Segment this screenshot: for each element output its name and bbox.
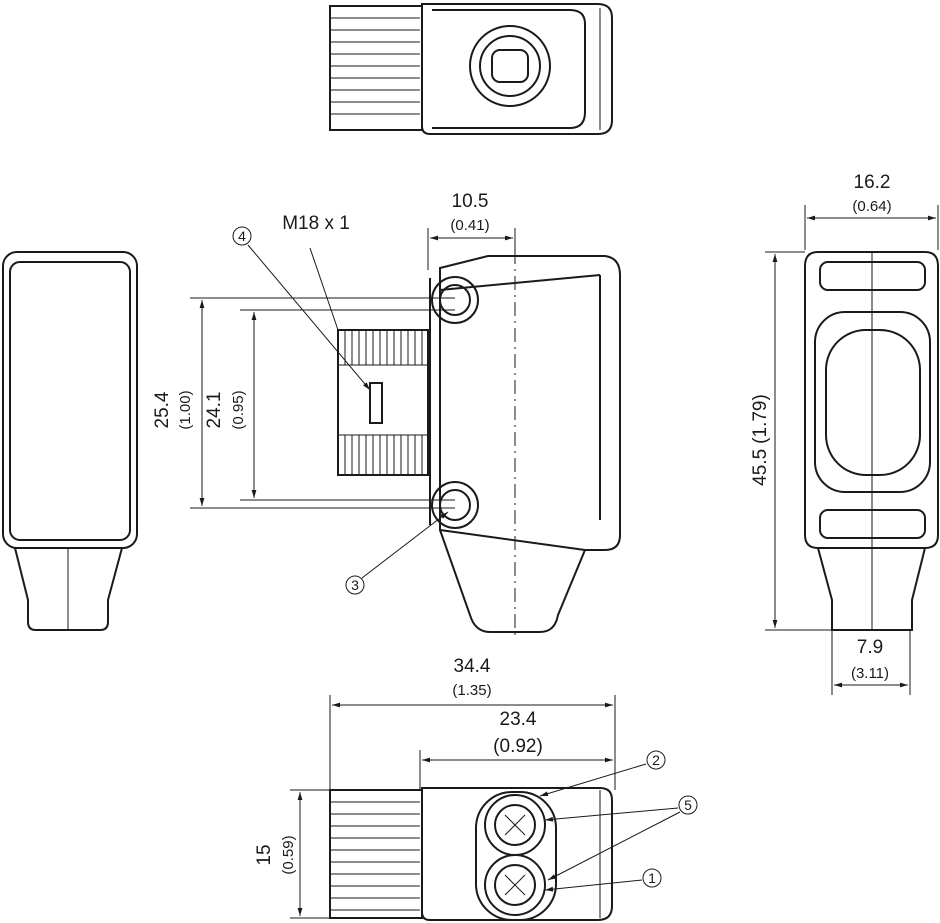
- dim-body-mm: 23.4: [500, 709, 537, 730]
- dim-lens-offset-mm: 10.5: [452, 191, 489, 212]
- dim-body-in: (0.92): [493, 736, 543, 757]
- bottom-view: [329, 787, 613, 921]
- dim-width-in: (0.64): [852, 198, 891, 215]
- left-view: [2, 251, 138, 631]
- thread-lines: [330, 17, 420, 115]
- callout-2: 2: [652, 752, 660, 768]
- callout-5: 5: [684, 797, 692, 813]
- front-view: [337, 250, 621, 640]
- dim-width-mm: 16.2: [854, 172, 891, 193]
- dim-overall-mm: 34.4: [454, 656, 491, 677]
- callout-3: 3: [351, 577, 359, 593]
- dim-hole-outer-in: (1.00): [177, 390, 194, 429]
- dim-hole-inner-in: (0.95): [230, 390, 247, 429]
- callout-1: 1: [648, 870, 656, 886]
- dim-connector-mm: 7.9: [857, 637, 883, 658]
- dim-overall-in: (1.35): [452, 682, 491, 699]
- thread-label: M18 x 1: [282, 213, 350, 234]
- dim-hole-inner-mm: 24.1: [204, 392, 225, 429]
- dim-connector-in: (3.11): [851, 665, 889, 682]
- dim-hole-outer-mm: 25.4: [152, 391, 173, 428]
- callouts: 4 3 2 5 1: [232, 226, 698, 888]
- callout-4: 4: [238, 228, 246, 244]
- dimension-lines: [190, 205, 939, 919]
- top-view: [329, 3, 613, 135]
- dim-lens-offset-in: (0.41): [450, 217, 489, 234]
- dim-height: 45.5(1.79): [750, 394, 771, 486]
- dim-depth-mm: 15: [254, 844, 275, 865]
- dim-depth-in: (0.59): [280, 835, 297, 874]
- right-view: [804, 251, 939, 631]
